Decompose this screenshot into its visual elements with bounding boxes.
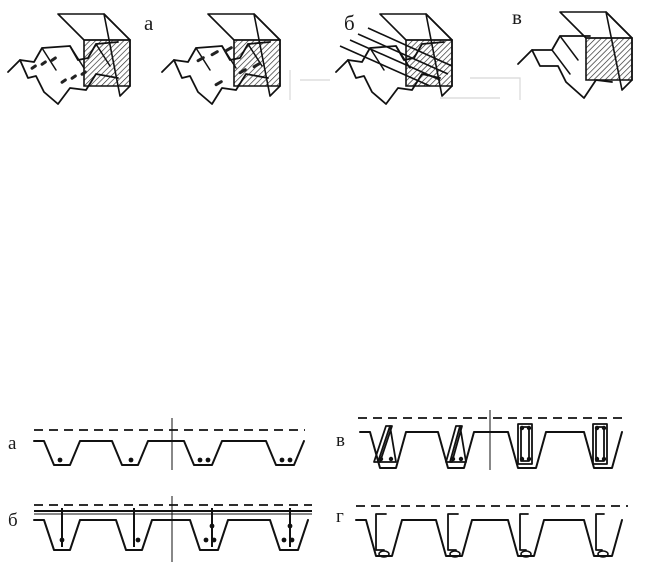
section-v: в [336, 410, 628, 470]
wall-top-face [559, 11, 633, 39]
top-figure-2 [161, 13, 281, 105]
wall-side-face [605, 11, 633, 91]
deck-lower-profile [347, 59, 441, 105]
rib-edge [95, 43, 111, 67]
section-label-g: г [336, 506, 344, 527]
wall-top-face [57, 13, 131, 41]
section-a: а [8, 418, 305, 470]
section-label-a: а [8, 433, 17, 454]
rib-edge [551, 49, 571, 75]
rib-edge [559, 35, 579, 61]
bottom-loops [378, 550, 609, 558]
rebar-dots [59, 523, 295, 543]
wall-hatched-section [585, 37, 633, 81]
wall-top-face [207, 13, 281, 41]
wall-side-face [103, 13, 131, 97]
top-label-b: б [344, 11, 355, 35]
wall-top-face [379, 13, 453, 41]
reinforcing-bars [339, 27, 453, 87]
triangular-frames [373, 425, 467, 463]
section-g: г [336, 505, 628, 558]
c-shaped-bars [375, 513, 605, 551]
top-figure-4 [517, 11, 633, 99]
top-label-v: в [512, 5, 522, 29]
slot-openings [30, 56, 87, 84]
wall-hatched-section [83, 39, 131, 87]
deck-lower-profile [531, 49, 613, 99]
paper-show-through [289, 70, 521, 100]
rebar-dots [57, 457, 293, 463]
deck-lower-profile [19, 59, 119, 105]
deck-front-profile [517, 35, 591, 65]
rectangular-frames [517, 423, 608, 465]
rib-edge [369, 47, 385, 71]
section-label-b: б [8, 510, 18, 531]
deck-profile-section [359, 431, 623, 469]
rib-edge [69, 45, 85, 69]
slot-openings [196, 46, 261, 87]
top-label-a: а [144, 11, 154, 35]
deck-profile-section [33, 519, 309, 551]
deck-profile-section [33, 440, 305, 466]
rib-edge [41, 47, 57, 71]
top-figure-3 [335, 13, 453, 105]
section-label-v: в [336, 430, 345, 451]
rebar-dots [378, 425, 607, 462]
deck-profile-section [355, 519, 623, 557]
wall-side-face [253, 13, 281, 97]
rib-edge [221, 45, 237, 69]
section-b: б [8, 496, 312, 562]
rib-edge [395, 45, 411, 69]
deck-lower-profile [173, 59, 269, 105]
wall-hatched-section [233, 39, 281, 87]
top-figure-1 [7, 13, 131, 105]
